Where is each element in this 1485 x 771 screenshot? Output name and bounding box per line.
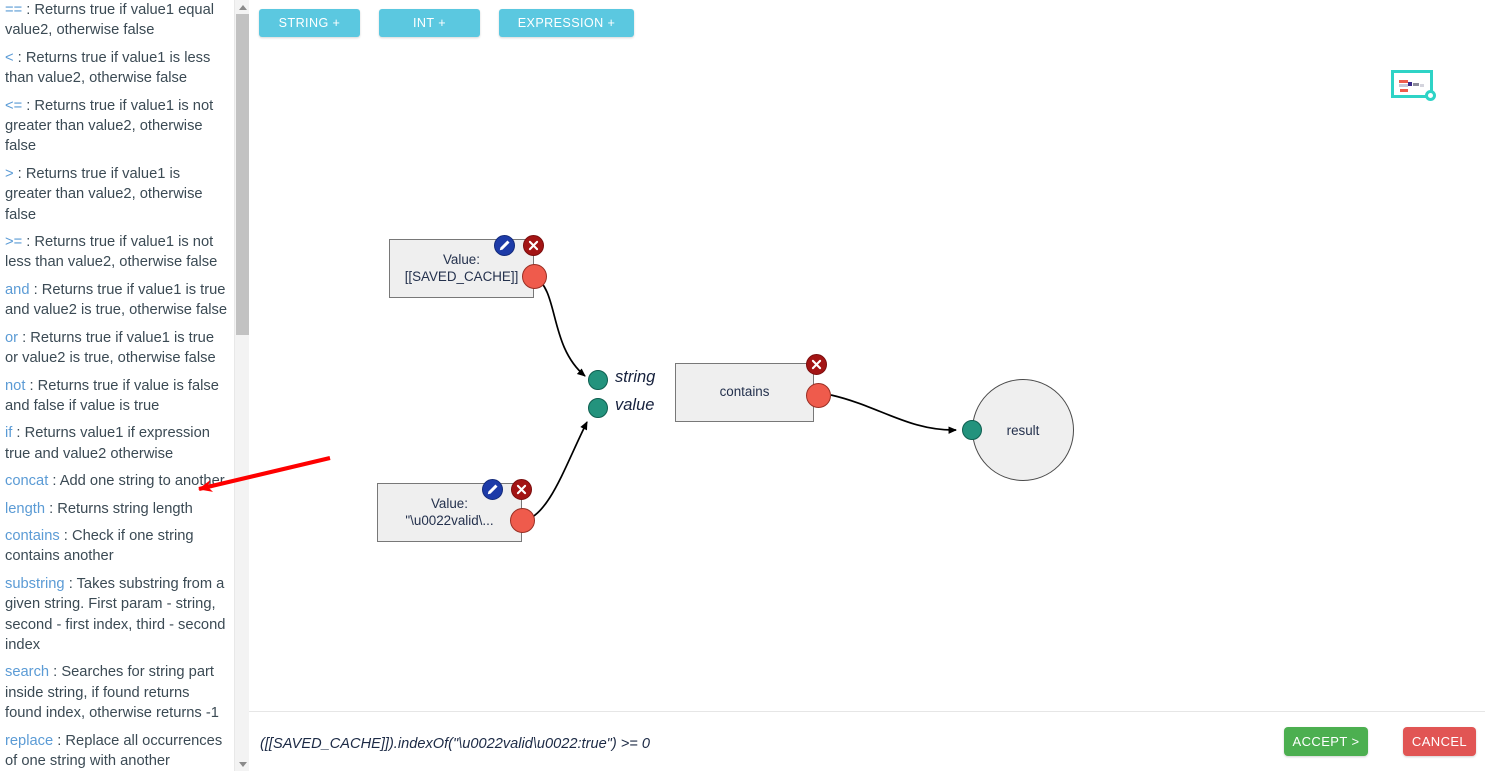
- contains-input-port-value[interactable]: [588, 398, 608, 418]
- edit-pencil-icon[interactable]: [494, 235, 515, 256]
- function-name: substring: [5, 575, 65, 592]
- contains-node-label: contains: [719, 384, 770, 400]
- function-reference-sidebar: == : Returns true if value1 equal value2…: [0, 0, 249, 771]
- function-description: : Check if one string contains another: [5, 527, 194, 565]
- function-reference-item[interactable]: contains : Check if one string contains …: [5, 526, 230, 567]
- function-reference-item[interactable]: not : Returns true if value is false and…: [5, 376, 230, 417]
- function-description: : Returns true if value1 is true and val…: [5, 281, 228, 319]
- edit-pencil-icon[interactable]: [482, 479, 503, 500]
- function-name: <: [5, 49, 14, 66]
- scroll-down-arrow-icon[interactable]: [235, 757, 249, 771]
- accept-button[interactable]: ACCEPT >: [1284, 727, 1368, 756]
- function-reference-item[interactable]: == : Returns true if value1 equal value2…: [5, 0, 230, 41]
- function-name: >=: [5, 234, 23, 251]
- pencil-glyph: [487, 484, 498, 495]
- function-name: and: [5, 281, 30, 298]
- generated-expression-text: ([[SAVED_CACHE]]).indexOf("\u0022valid\u…: [260, 736, 650, 752]
- x-glyph: [516, 484, 527, 495]
- function-reference-item[interactable]: concat : Add one string to another: [5, 471, 230, 491]
- value-node-1-value: [[SAVED_CACHE]]: [404, 268, 519, 284]
- graph-edges: [522, 276, 957, 522]
- function-description: : Returns value1 if expression true and …: [5, 425, 210, 462]
- function-reference-item[interactable]: > : Returns true if value1 is greater th…: [5, 164, 230, 225]
- contains-input-port-string[interactable]: [588, 370, 608, 390]
- function-name: concat: [5, 473, 49, 490]
- delete-x-icon[interactable]: [511, 479, 532, 500]
- value-node-2-title: Value:: [431, 496, 468, 511]
- cancel-button[interactable]: CANCEL: [1403, 727, 1476, 756]
- minimap-viewport: [1394, 73, 1430, 95]
- x-glyph: [811, 359, 822, 370]
- function-name: >: [5, 165, 14, 182]
- function-description: : Replace all occurrences of one string …: [5, 732, 223, 769]
- function-name: ==: [5, 2, 23, 18]
- function-reference-item[interactable]: search : Searches for string part inside…: [5, 662, 230, 723]
- function-description: : Add one string to another: [48, 473, 225, 490]
- function-description: : Searches for string part inside string…: [5, 664, 219, 722]
- function-description: : Returns true if value1 equal value2, o…: [5, 2, 215, 39]
- function-reference-item[interactable]: >= : Returns true if value1 is not less …: [5, 232, 230, 273]
- function-description: : Returns true if value1 is not greater …: [5, 97, 214, 155]
- function-name: or: [5, 329, 19, 346]
- function-description: : Returns true if value1 is greater than…: [5, 165, 203, 223]
- function-reference-item[interactable]: or : Returns true if value1 is true or v…: [5, 328, 230, 369]
- function-name: replace: [5, 732, 54, 749]
- function-description: : Returns true if value1 is less than va…: [5, 49, 211, 87]
- result-node-label: result: [1006, 422, 1040, 438]
- node-graph-canvas[interactable]: Value: [[SAVED_CACHE]] Value: "\u0022: [249, 46, 1485, 711]
- function-reference-item[interactable]: substring : Takes substring from a given…: [5, 574, 230, 656]
- sidebar-scrollbar[interactable]: [234, 0, 249, 771]
- pencil-glyph: [499, 240, 510, 251]
- port-label-string: string: [615, 368, 656, 386]
- delete-x-icon[interactable]: [523, 235, 544, 256]
- value-node-1-text: Value: [[SAVED_CACHE]]: [399, 252, 525, 285]
- result-node[interactable]: result: [972, 379, 1074, 481]
- function-name: length: [5, 500, 46, 517]
- value-node-2-text: Value: "\u0022valid\...: [399, 496, 499, 529]
- value-node-2-value: "\u0022valid\...: [405, 512, 494, 528]
- value-node-1-output-port[interactable]: [522, 264, 547, 289]
- function-description: : Returns true if value1 is true or valu…: [5, 329, 216, 367]
- function-name: contains: [5, 527, 60, 544]
- expression-footer: ([[SAVED_CACHE]]).indexOf("\u0022valid\u…: [249, 711, 1485, 771]
- editor-main: STRING + INT + EXPRESSION +: [249, 0, 1485, 771]
- function-reference-item[interactable]: <= : Returns true if value1 is not great…: [5, 96, 230, 157]
- add-expression-button[interactable]: EXPRESSION +: [499, 9, 634, 37]
- function-description: : Takes substring from a given string. F…: [5, 575, 226, 653]
- function-reference-item[interactable]: if : Returns value1 if expression true a…: [5, 423, 230, 464]
- function-reference-item[interactable]: replace : Replace all occurrences of one…: [5, 731, 230, 771]
- add-string-button[interactable]: STRING +: [259, 9, 360, 37]
- port-label-value: value: [615, 396, 655, 414]
- node-toolbar: STRING + INT + EXPRESSION +: [249, 0, 1485, 46]
- function-description: : Returns string length: [45, 500, 193, 517]
- function-name: not: [5, 377, 26, 394]
- scroll-up-arrow-icon[interactable]: [235, 0, 249, 14]
- value-node-1-title: Value:: [443, 252, 480, 267]
- function-description: : Returns true if value is false and fal…: [5, 377, 219, 414]
- minimap-resize-handle[interactable]: [1425, 90, 1436, 101]
- result-input-port[interactable]: [962, 420, 982, 440]
- function-name: <=: [5, 97, 23, 114]
- function-reference-item[interactable]: length : Returns string length: [5, 499, 230, 519]
- delete-x-icon[interactable]: [806, 354, 827, 375]
- function-reference-list[interactable]: == : Returns true if value1 equal value2…: [0, 0, 234, 771]
- add-int-button[interactable]: INT +: [379, 9, 480, 37]
- contains-function-node[interactable]: contains: [675, 363, 814, 422]
- function-reference-item[interactable]: and : Returns true if value1 is true and…: [5, 280, 230, 321]
- function-reference-item[interactable]: < : Returns true if value1 is less than …: [5, 48, 230, 89]
- function-name: search: [5, 664, 50, 681]
- x-glyph: [528, 240, 539, 251]
- sidebar-scrollbar-thumb[interactable]: [236, 14, 249, 335]
- function-description: : Returns true if value1 is not less tha…: [5, 234, 218, 271]
- function-name: if: [5, 425, 13, 442]
- contains-output-port[interactable]: [806, 383, 831, 408]
- value-node-2-output-port[interactable]: [510, 508, 535, 533]
